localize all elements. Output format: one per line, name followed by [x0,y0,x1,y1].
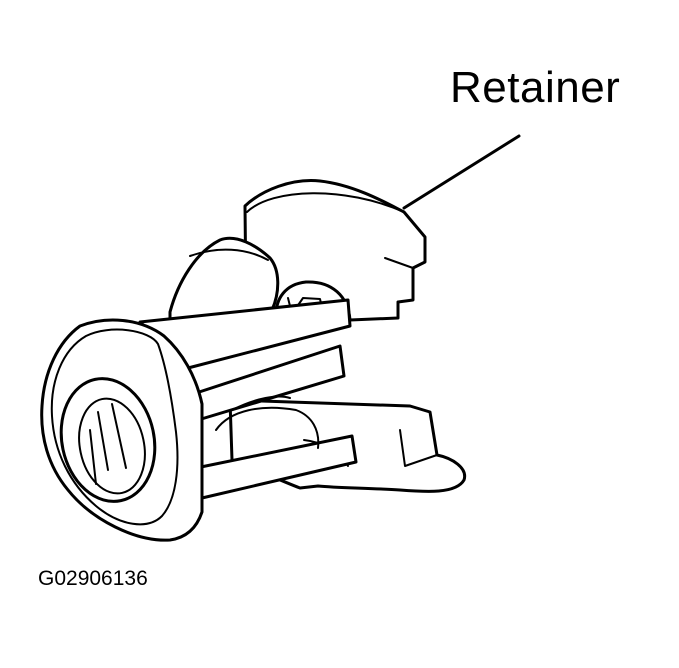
bore-fin-3 [89,429,97,485]
retainer-callout-label: Retainer [450,63,621,112]
bore-fin-1 [97,411,109,471]
collar-front-face [50,328,179,526]
bore-fin-2 [111,403,127,469]
rear-arch-step [384,257,414,269]
callout-leader-line [402,134,521,210]
rear-arch-ridge [246,192,405,213]
figure-code: G02906136 [38,567,148,590]
lower-hook-lip [399,429,438,467]
inner-core-curve [215,406,320,449]
retainer-rear-arch [243,179,427,324]
collar-bore-outer [59,377,157,503]
collar-bore-inner [78,397,146,495]
middle-rail-slot [231,395,291,411]
upper-tab-edge [189,248,269,261]
